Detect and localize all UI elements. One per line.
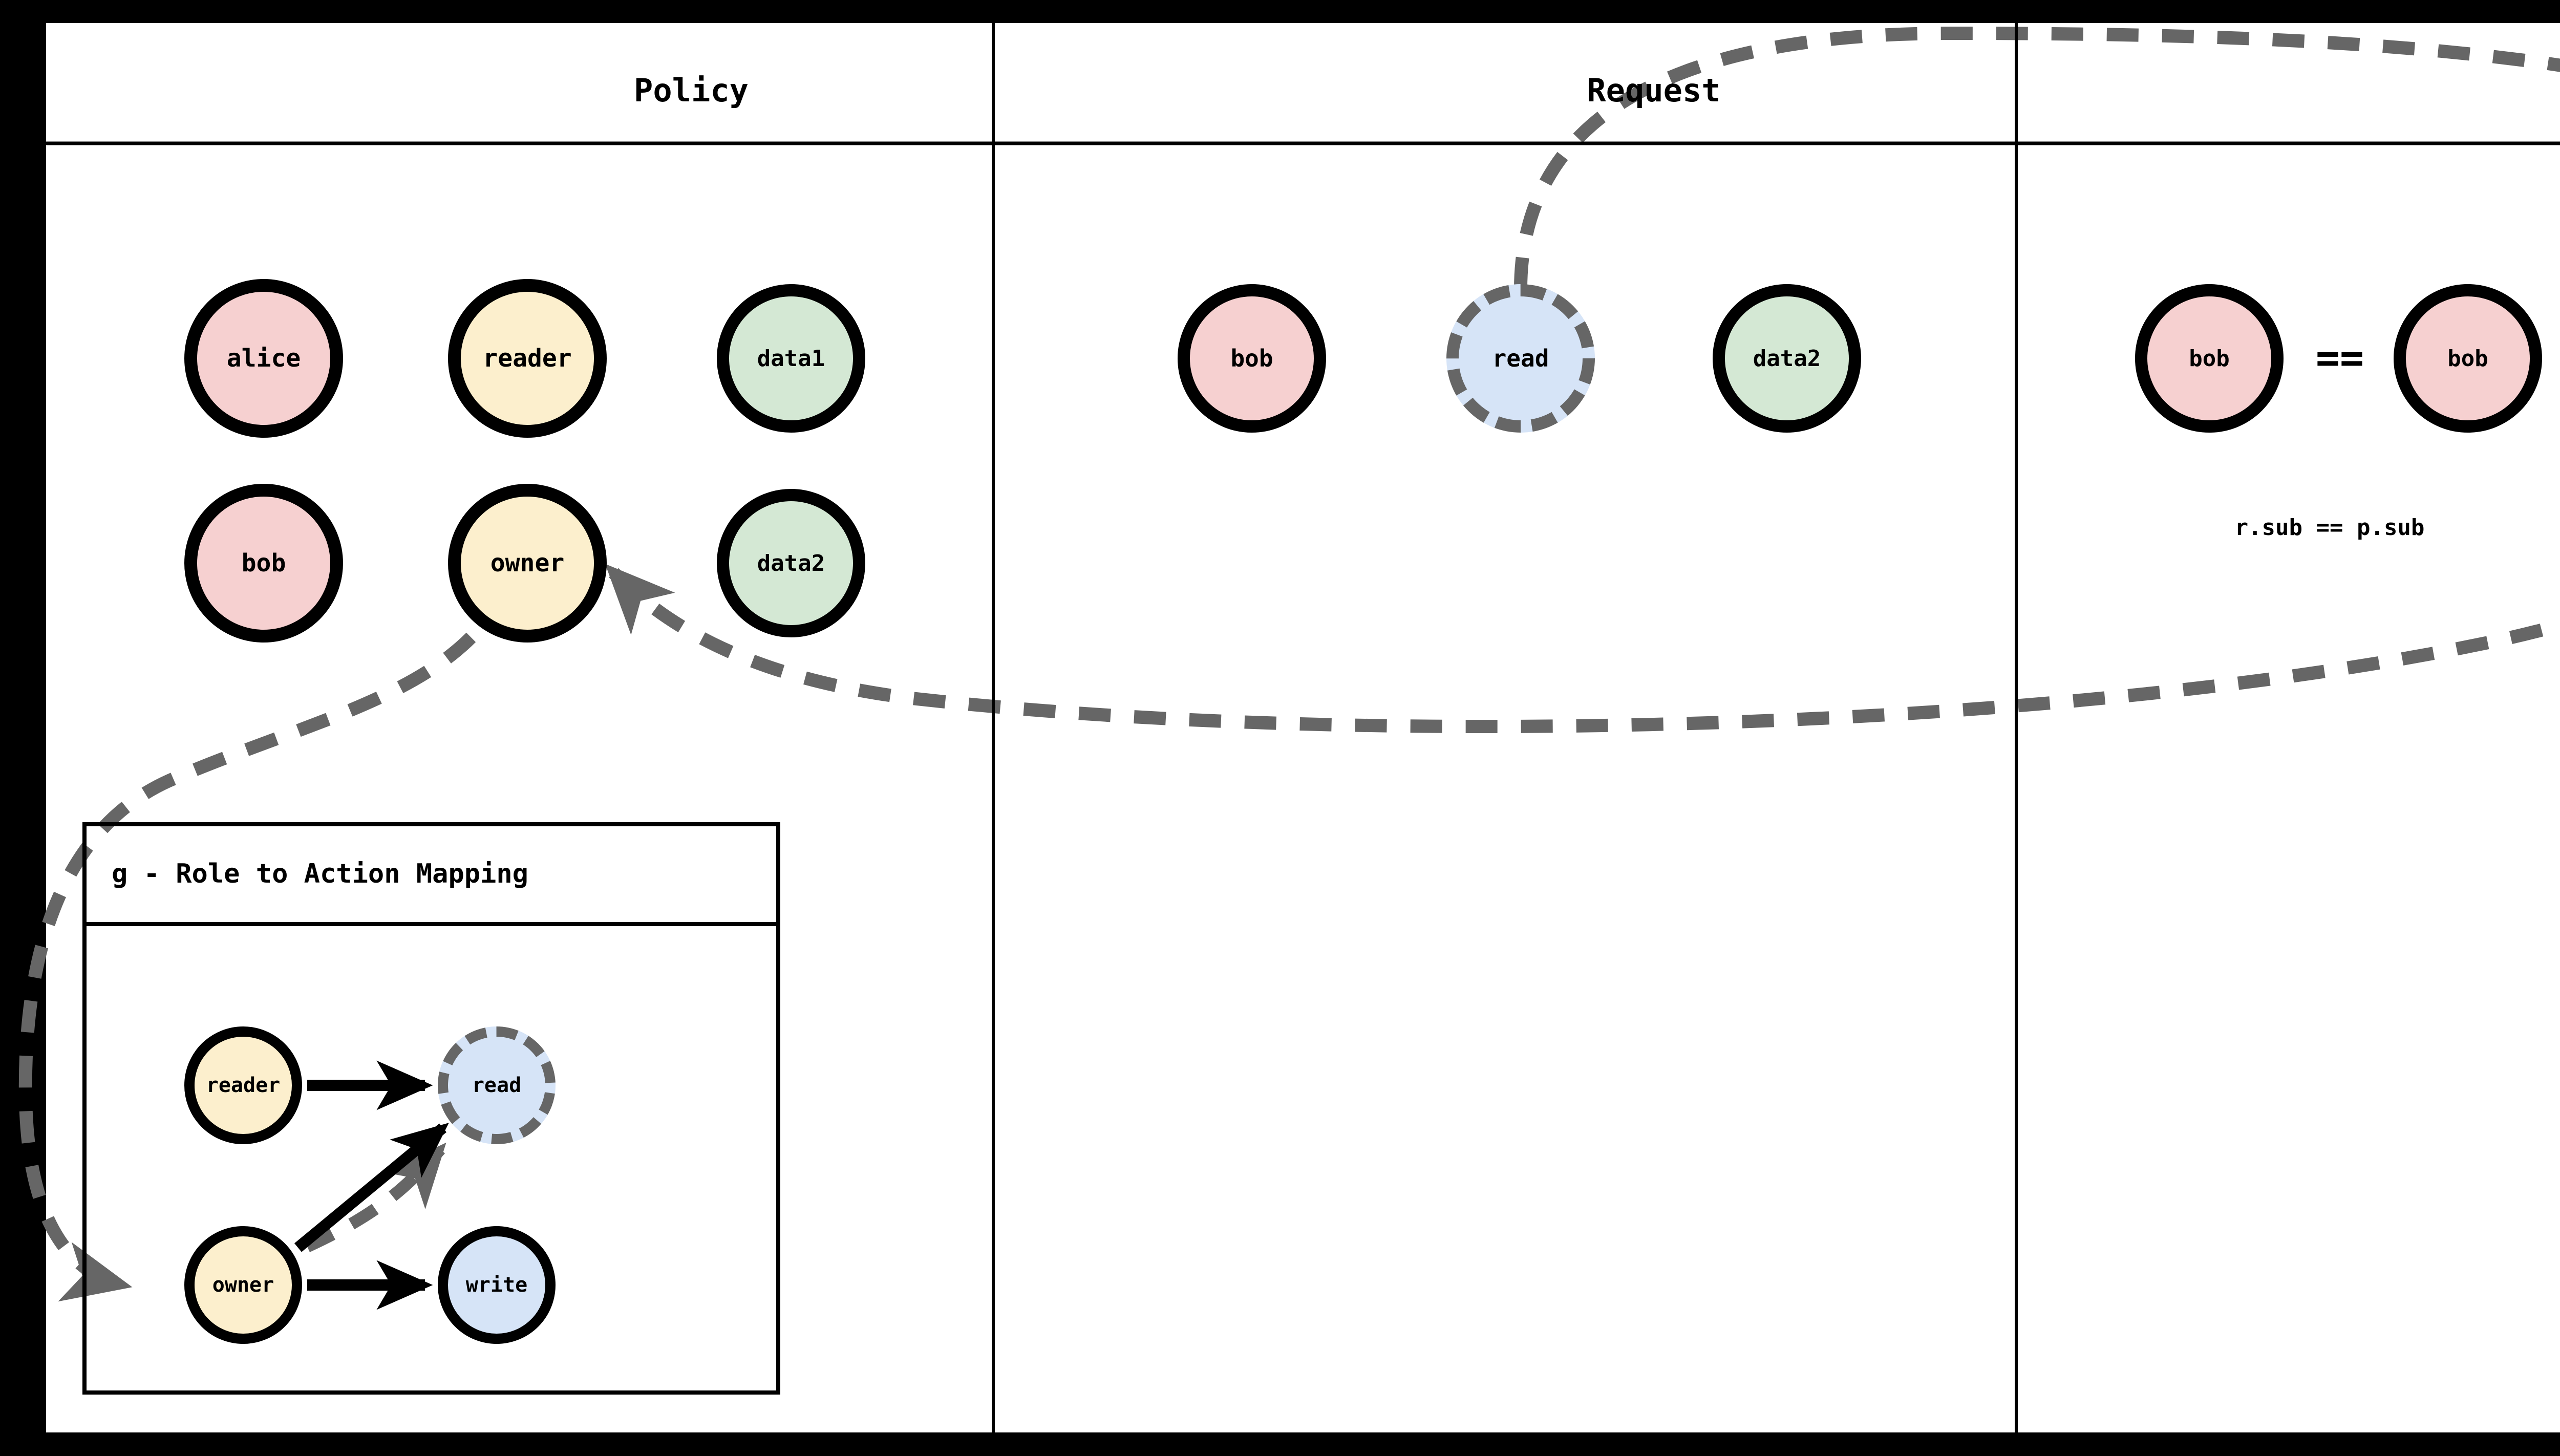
diagram-canvas: Policy Request Matching alice reader dat…: [18, 23, 2560, 1432]
node-label: data2: [1753, 345, 1821, 372]
matching-caption-sub: r.sub == p.sub: [2234, 515, 2425, 541]
rule-layer: [46, 23, 2560, 1432]
trace-edge-subgraph-owner-to-subgraph-read: [304, 1142, 446, 1252]
node-label: bob: [241, 549, 286, 577]
node-label: bob: [2447, 345, 2488, 372]
matching-operator-eq-sub: ==: [2316, 335, 2364, 381]
node-label: reader: [483, 344, 572, 373]
trace-edge-matching-owner-to-policy-owner: [605, 564, 2560, 734]
node-label: bob: [1230, 345, 1273, 372]
subgraph-title: g - Role to Action Mapping: [112, 859, 528, 889]
node-label: owner: [212, 1273, 274, 1297]
node-label: bob: [2189, 345, 2230, 372]
node-label: data2: [757, 550, 825, 576]
policy-node-data2[interactable]: data2: [717, 489, 865, 637]
edge-owner-to-read: [294, 1123, 449, 1252]
subgraph-box: [82, 822, 780, 1395]
subgraph-box-layer: [82, 822, 780, 1395]
node-label: data1: [757, 345, 825, 372]
node-label: alice: [226, 344, 301, 373]
subgraph-node-write[interactable]: write: [438, 1226, 556, 1344]
node-label: read: [472, 1074, 522, 1097]
node-label: write: [465, 1273, 528, 1297]
node-label: read: [1492, 345, 1549, 372]
node-label: reader: [206, 1074, 281, 1097]
section-header-policy: Policy: [634, 72, 749, 109]
trace-edge-request-read-to-matching-read: [1514, 26, 2560, 290]
subgraph-node-reader[interactable]: reader: [184, 1026, 302, 1144]
trace-edge-layer: [18, 26, 2560, 1310]
subgraph-node-owner[interactable]: owner: [184, 1226, 302, 1344]
subgraph-node-read[interactable]: read: [438, 1026, 556, 1144]
section-header-request: Request: [1587, 72, 1721, 109]
node-label: owner: [490, 549, 565, 577]
